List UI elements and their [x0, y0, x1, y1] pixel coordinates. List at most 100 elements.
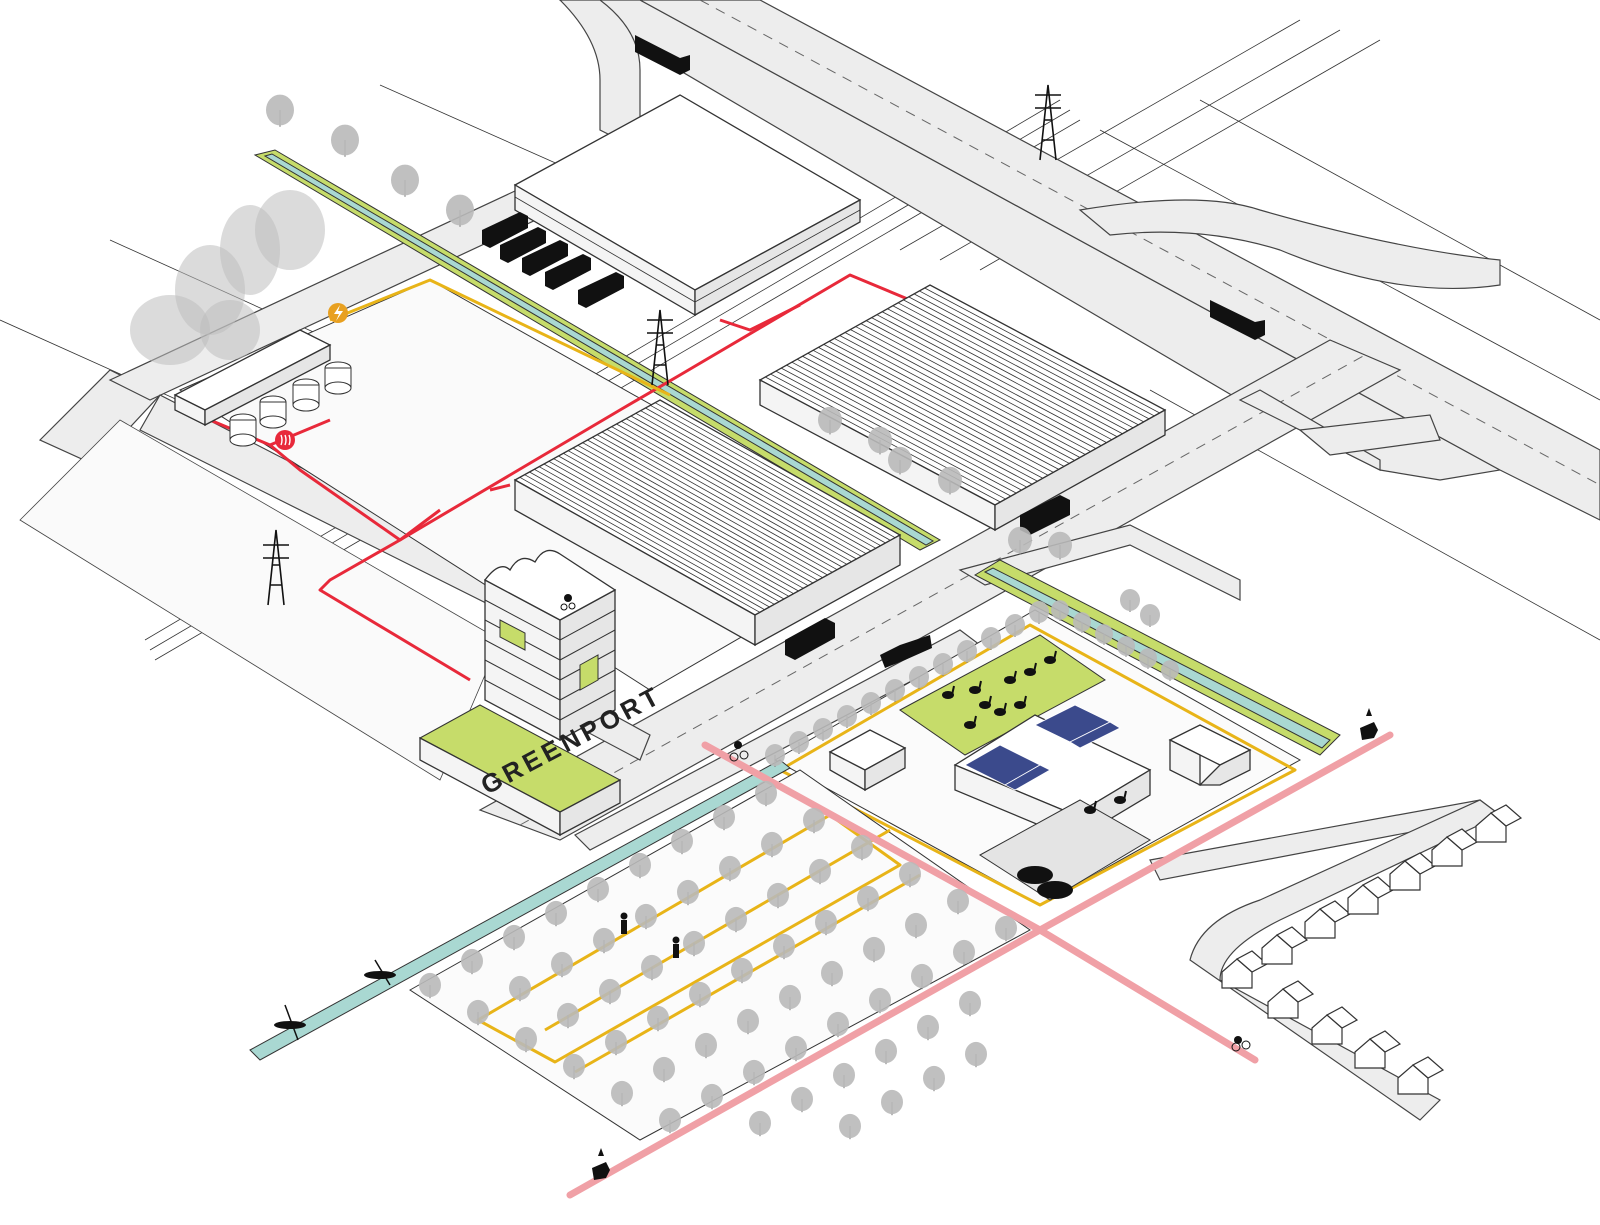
tree	[1048, 531, 1072, 560]
distribution-warehouse	[513, 94, 862, 317]
tree	[563, 1053, 585, 1080]
tree	[923, 1065, 945, 1092]
tree	[647, 1005, 669, 1032]
tree	[881, 1089, 903, 1116]
house	[1221, 950, 1269, 989]
storage-tank	[292, 378, 320, 412]
tree	[515, 1026, 537, 1053]
tree	[419, 972, 441, 999]
farm-animal	[964, 715, 977, 729]
power-plant	[173, 329, 352, 447]
tree	[965, 1041, 987, 1068]
tree	[938, 466, 962, 495]
house	[1431, 828, 1479, 867]
tree	[725, 906, 747, 933]
tree	[743, 1059, 765, 1086]
tree	[629, 852, 651, 879]
tree	[818, 406, 842, 435]
tree	[635, 903, 657, 930]
farm-animal	[1024, 662, 1037, 676]
horse-rider	[1360, 708, 1378, 740]
tree	[839, 1113, 861, 1140]
walker	[672, 936, 680, 958]
tree	[899, 861, 921, 888]
tree	[911, 963, 933, 990]
tractor	[880, 635, 932, 668]
tree	[785, 1035, 807, 1062]
house	[1261, 926, 1309, 965]
house	[1475, 804, 1523, 843]
figures	[274, 594, 1378, 1180]
storage-tank	[324, 361, 352, 395]
tree	[981, 627, 1001, 650]
tree	[1005, 614, 1025, 637]
truck	[482, 212, 528, 248]
tree	[545, 900, 567, 927]
ramp-right	[1078, 199, 1501, 290]
greenhouse-left	[513, 399, 902, 647]
tree	[587, 876, 609, 903]
tree	[861, 692, 881, 715]
bike-paths	[566, 731, 1394, 1199]
tree	[659, 1107, 681, 1134]
tree	[677, 879, 699, 906]
tree	[713, 804, 735, 831]
tree	[1029, 601, 1049, 624]
tree	[791, 1086, 813, 1113]
house	[1304, 900, 1352, 939]
tree	[1117, 636, 1135, 657]
tree	[503, 924, 525, 951]
tree	[461, 948, 483, 975]
tree	[266, 94, 294, 127]
power-pylon	[263, 529, 289, 606]
house	[1389, 852, 1437, 891]
tree	[957, 640, 977, 663]
tree	[593, 927, 615, 954]
walker	[620, 912, 628, 934]
farm-animal	[969, 680, 982, 694]
tree	[779, 984, 801, 1011]
tree	[761, 831, 783, 858]
tree	[773, 933, 795, 960]
tree	[557, 1002, 579, 1029]
tree	[851, 834, 873, 861]
greenhouse-right	[758, 284, 1167, 532]
tree	[821, 960, 843, 987]
energy-network-yellow	[329, 278, 671, 397]
house	[1267, 980, 1315, 1019]
tree	[641, 954, 663, 981]
truck-fleet	[482, 35, 1265, 668]
car	[1037, 881, 1073, 899]
truck	[1020, 495, 1070, 535]
tree	[837, 705, 857, 728]
tree	[1140, 604, 1160, 627]
tree	[1008, 526, 1032, 555]
tree	[869, 987, 891, 1014]
tree	[331, 124, 359, 157]
tree	[1073, 612, 1091, 633]
car	[1017, 866, 1053, 884]
tree	[551, 951, 573, 978]
tree	[827, 1011, 849, 1038]
truck	[635, 35, 690, 75]
tree	[868, 426, 892, 455]
tree	[909, 666, 929, 689]
cyclist	[560, 594, 576, 611]
tree	[605, 1029, 627, 1056]
farm-animal	[942, 685, 955, 699]
power-pylon	[647, 309, 673, 386]
tree	[833, 1062, 855, 1089]
farm-animals	[942, 650, 1127, 814]
tree	[749, 1110, 771, 1137]
storage-tank	[259, 395, 287, 429]
house	[1354, 1030, 1402, 1069]
tree	[689, 981, 711, 1008]
tree	[947, 888, 969, 915]
tree	[789, 731, 809, 754]
cyclist	[1231, 1036, 1251, 1052]
road-farm-top	[958, 524, 1241, 601]
tree	[765, 744, 785, 767]
tree	[857, 885, 879, 912]
farm-animal	[979, 695, 992, 709]
